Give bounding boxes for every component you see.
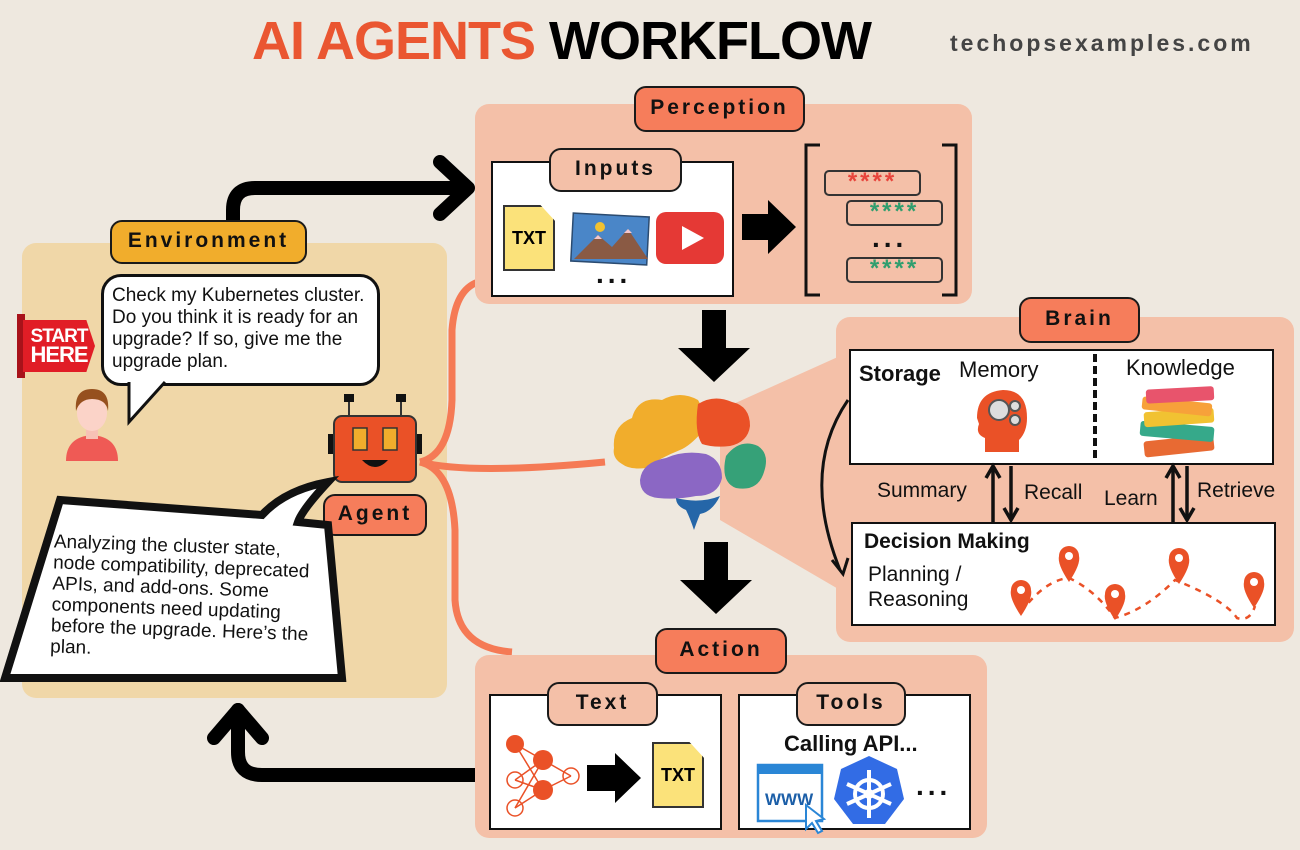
- agent-label: Agent: [323, 494, 427, 536]
- memory-label: Memory: [959, 357, 1039, 382]
- text-file-icon: TXT: [503, 205, 555, 271]
- brain-icon: [613, 395, 766, 530]
- robot-agent-icon: [328, 394, 422, 483]
- start-badge-line2: HERE: [30, 342, 88, 367]
- txt-label: TXT: [512, 227, 546, 248]
- down-arrow-icon: [678, 310, 750, 382]
- brain-label: Brain: [1019, 297, 1140, 343]
- image-icon: [570, 212, 650, 266]
- inputs-more: ...: [596, 258, 632, 289]
- planning-path-icon: [1010, 546, 1265, 620]
- start-here-badge: START HERE: [17, 314, 95, 378]
- page-title: AI AGENTS WORKFLOW: [252, 8, 872, 74]
- video-play-icon: [656, 212, 724, 264]
- flow-summary-label: Summary: [877, 479, 967, 502]
- title-main: WORKFLOW: [549, 11, 872, 71]
- vector-bracket: [804, 143, 958, 297]
- flow-retrieve-label: Retrieve: [1197, 479, 1276, 502]
- planning-label-line2: Reasoning: [868, 588, 969, 611]
- title-accent: AI AGENTS: [252, 11, 536, 71]
- text-file-icon: TXT: [652, 742, 704, 808]
- user-message-bubble: Check my Kubernetes cluster. Do you thin…: [101, 274, 380, 386]
- text-output-arrow-icon: [587, 753, 641, 803]
- tools-label: Tools: [796, 682, 906, 726]
- down-arrow-icon: [680, 542, 752, 614]
- text-output-label: Text: [547, 682, 658, 726]
- www-text: WWW: [765, 790, 814, 809]
- kubernetes-icon: [834, 756, 904, 824]
- agent-message-text: Analyzing the cluster state, node compat…: [49, 531, 310, 659]
- perception-arrow-icon: [742, 200, 796, 254]
- txt-label: TXT: [661, 764, 695, 785]
- perception-label: Perception: [634, 86, 805, 132]
- flow-learn-label: Learn: [1104, 487, 1158, 510]
- calling-api-label: Calling API...: [784, 731, 918, 756]
- planning-label-line1: Planning /: [868, 563, 962, 586]
- decision-making-label: Decision Making: [864, 530, 1030, 553]
- action-label: Action: [655, 628, 787, 674]
- vector-row: ****: [846, 257, 943, 283]
- decision-making-box: [851, 522, 1276, 626]
- web-browser-icon: WWW: [756, 763, 827, 835]
- knowledge-books-icon: [1139, 386, 1215, 458]
- inputs-label: Inputs: [549, 148, 682, 192]
- environment-label: Environment: [110, 220, 307, 264]
- flow-recall-label: Recall: [1024, 481, 1083, 504]
- user-avatar-icon: [66, 389, 118, 461]
- agent-message-bubble-shape: [0, 475, 347, 682]
- knowledge-label: Knowledge: [1126, 355, 1235, 380]
- memory-head-icon: [977, 390, 1027, 452]
- storage-divider: [1093, 354, 1097, 458]
- user-bubble-tail: [127, 376, 167, 426]
- vector-row: ****: [846, 200, 943, 226]
- tools-more: ...: [916, 770, 952, 801]
- vector-row: ****: [824, 170, 921, 196]
- storage-label: Storage: [859, 361, 941, 386]
- start-badge-line1: START: [30, 326, 89, 347]
- vector-more: ...: [872, 222, 908, 253]
- user-message-text: Check my Kubernetes cluster. Do you thin…: [112, 285, 365, 372]
- neural-network-icon: [506, 735, 580, 817]
- site-url: techopsexamples.com: [950, 30, 1254, 56]
